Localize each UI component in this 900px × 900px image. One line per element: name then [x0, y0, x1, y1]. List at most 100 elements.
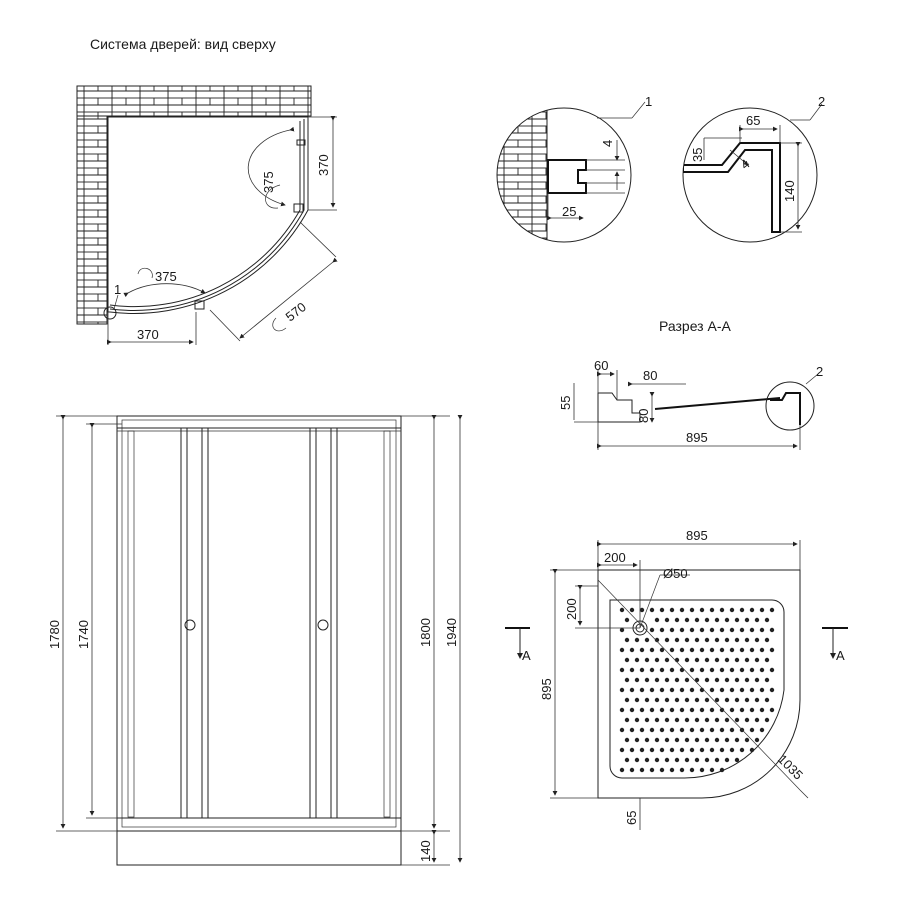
anti-slip-dot [644, 757, 650, 763]
anti-slip-dot [759, 667, 765, 673]
detail-2-callout-label: 2 [818, 94, 825, 109]
section-view: Разрез А-А 2 60 80 55 80 895 [558, 318, 823, 450]
anti-slip-dot [679, 747, 685, 753]
anti-slip-dot [749, 707, 755, 713]
anti-slip-dot [684, 677, 690, 683]
anti-slip-dot [659, 607, 665, 613]
anti-slip-dot [639, 607, 645, 613]
tray-plan-outer [597, 569, 801, 799]
front-view: 1780 1740 1800 1940 140 [47, 415, 463, 866]
section-tray-bottom [654, 397, 781, 410]
anti-slip-dot [679, 767, 685, 773]
anti-slip-dot [649, 707, 655, 713]
anti-slip-dot [659, 747, 665, 753]
left-door-frame-inner [201, 427, 209, 819]
anti-slip-dot [709, 607, 715, 613]
anti-slip-dot [629, 607, 635, 613]
section-mark-right: A [836, 648, 845, 663]
anti-slip-dot [689, 767, 695, 773]
anti-slip-dot [714, 657, 720, 663]
anti-slip-dot [659, 707, 665, 713]
anti-slip-dot [739, 687, 745, 693]
tray-dim-200-v: 200 [564, 598, 579, 620]
anti-slip-dot [729, 607, 735, 613]
section-title: Разрез А-А [659, 318, 731, 334]
anti-slip-dot [629, 667, 635, 673]
anti-slip-dot [619, 747, 625, 753]
front-dim-1740: 1740 [76, 620, 91, 649]
anti-slip-dot [734, 617, 740, 623]
anti-slip-dot [644, 657, 650, 663]
anti-slip-dot [624, 617, 630, 623]
anti-slip-dot [619, 627, 625, 633]
anti-slip-dot [659, 667, 665, 673]
dim-line-570 [239, 257, 338, 339]
anti-slip-dot [624, 677, 630, 683]
anti-slip-dot [719, 667, 725, 673]
front-dim-1940: 1940 [444, 618, 459, 647]
cabin-inner-outline [121, 419, 397, 828]
anti-slip-dot [694, 717, 700, 723]
anti-slip-dot [639, 647, 645, 653]
anti-slip-dot [724, 657, 730, 663]
anti-slip-dot [724, 697, 730, 703]
anti-slip-dot [664, 697, 670, 703]
anti-slip-dot [764, 637, 770, 643]
section-profile-left [597, 392, 641, 423]
anti-slip-dot [684, 757, 690, 763]
dim-line-1035 [799, 789, 809, 799]
section-mark-left: A [522, 648, 531, 663]
tray-base [116, 830, 402, 866]
anti-slip-dot [729, 627, 735, 633]
anti-slip-dot [729, 747, 735, 753]
anti-slip-dot [634, 697, 640, 703]
anti-slip-dot [769, 667, 775, 673]
anti-slip-dot [619, 667, 625, 673]
anti-slip-dot [709, 727, 715, 733]
anti-slip-dot [634, 717, 640, 723]
anti-slip-dot [619, 727, 625, 733]
anti-slip-dot [634, 737, 640, 743]
anti-slip-dot [719, 727, 725, 733]
detail-2-callout-leader [809, 103, 823, 121]
detail-1-profile [547, 159, 587, 194]
anti-slip-dot [734, 657, 740, 663]
anti-slip-dot [644, 677, 650, 683]
left-door-handle [184, 619, 196, 631]
anti-slip-dot [679, 647, 685, 653]
anti-slip-dot [709, 627, 715, 633]
anti-slip-dot [654, 697, 660, 703]
anti-slip-dot [689, 747, 695, 753]
anti-slip-dot [724, 677, 730, 683]
section-profile-right [770, 392, 801, 425]
anti-slip-dot [644, 637, 650, 643]
anti-slip-dot [669, 687, 675, 693]
anti-slip-dot [644, 717, 650, 723]
anti-slip-dot [719, 687, 725, 693]
anti-slip-dot [649, 647, 655, 653]
roller-top [296, 139, 306, 146]
anti-slip-dot [649, 747, 655, 753]
anti-slip-dot [659, 627, 665, 633]
anti-slip-dot [684, 657, 690, 663]
detail-2-profile [683, 142, 781, 233]
anti-slip-dot [714, 637, 720, 643]
anti-slip-dot [704, 697, 710, 703]
roller-mid [293, 203, 304, 213]
anti-slip-dot [669, 667, 675, 673]
anti-slip-dot [744, 717, 750, 723]
anti-slip-dot [769, 647, 775, 653]
anti-slip-dot [674, 757, 680, 763]
anti-slip-dot [734, 737, 740, 743]
anti-slip-dot [639, 687, 645, 693]
anti-slip-dot [684, 697, 690, 703]
anti-slip-dot [664, 637, 670, 643]
anti-slip-dot [624, 757, 630, 763]
anti-slip-dot [689, 707, 695, 713]
detail-2-dim-height: 140 [782, 180, 797, 202]
anti-slip-dot [619, 707, 625, 713]
anti-slip-dot [739, 747, 745, 753]
detail-1-callout-label: 1 [645, 94, 652, 109]
section-callout-label: 2 [816, 364, 823, 379]
